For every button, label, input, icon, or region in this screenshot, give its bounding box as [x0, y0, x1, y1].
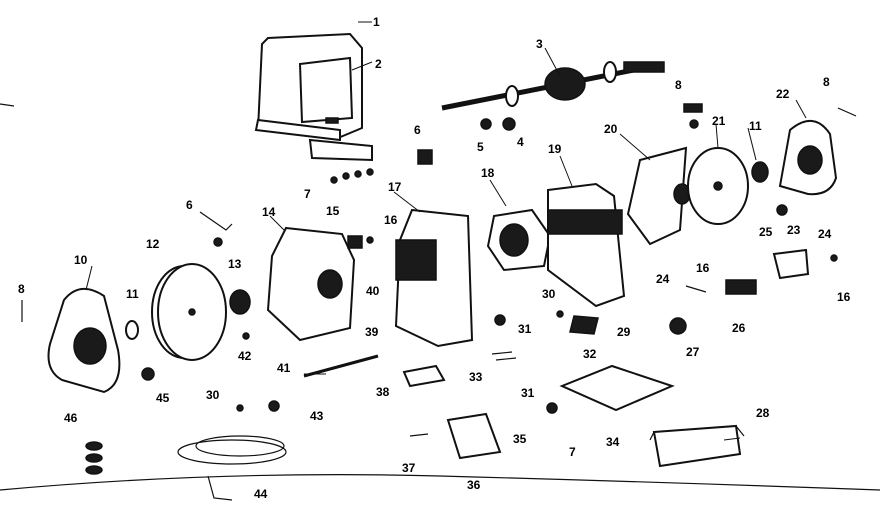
callout-36: 36: [467, 478, 481, 492]
callout-21: 21: [712, 114, 726, 128]
callout-16-b: 16: [696, 261, 710, 275]
callout-26: 26: [732, 321, 746, 335]
callout-13: 13: [228, 257, 242, 271]
callout-25: 25: [759, 225, 773, 239]
callout-18: 18: [481, 166, 495, 180]
callout-7-bottom: 7: [569, 445, 576, 459]
callout-29: 29: [617, 325, 631, 339]
callout-16-a: 16: [384, 213, 398, 227]
callout-42: 42: [238, 349, 252, 363]
callout-10: 10: [74, 253, 88, 267]
callout-27: 27: [686, 345, 700, 359]
callout-17: 17: [388, 180, 402, 194]
power-cord: [177, 435, 287, 501]
callout-40: 40: [366, 284, 380, 298]
callout-28: 28: [756, 406, 770, 420]
callout-6-top: 6: [414, 123, 421, 137]
callout-43: 43: [310, 409, 324, 423]
left-inner-guard: [266, 226, 356, 342]
callout-24-right: 24: [818, 227, 832, 241]
right-wheel-guard: [778, 120, 838, 196]
callout-24-left: 24: [656, 272, 670, 286]
callout-15: 15: [326, 204, 340, 218]
callout-45: 45: [156, 391, 170, 405]
callout-30-left: 30: [206, 388, 220, 402]
callout-20: 20: [604, 122, 618, 136]
callout-38-a: 38: [376, 385, 390, 399]
callout-2: 2: [375, 57, 382, 71]
callout-34: 34: [606, 435, 620, 449]
callout-31-lower: 31: [521, 386, 535, 400]
callout-11-right: 11: [749, 119, 762, 133]
armature-shaft: [441, 61, 665, 111]
callout-35: 35: [513, 432, 527, 446]
motor-housing: [394, 208, 474, 348]
callout-14: 14: [262, 205, 276, 219]
switch-box-cover: [254, 32, 373, 162]
callout-30-right: 30: [542, 287, 556, 301]
tray: [649, 424, 745, 468]
left-grinding-wheel: [151, 263, 227, 361]
left-wheel-guard: [47, 288, 121, 394]
right-inner-guard: [626, 146, 691, 246]
callout-8-b: 8: [823, 75, 830, 89]
callout-5: 5: [477, 140, 484, 154]
washer-stack: [85, 441, 103, 475]
leader-lines: [85, 21, 807, 441]
stator: [486, 208, 552, 272]
callout-8-c: 8: [18, 282, 25, 296]
callout-33: 33: [469, 370, 483, 384]
callout-46: 46: [64, 411, 78, 425]
callout-44: 44: [254, 487, 268, 501]
screws-33: [491, 351, 517, 361]
callout-22: 22: [776, 87, 790, 101]
callout-37: 37: [402, 461, 416, 475]
callout-12: 12: [146, 237, 160, 251]
callout-41: 41: [277, 361, 291, 375]
callout-19: 19: [548, 142, 562, 156]
callout-23: 23: [787, 223, 801, 237]
callout-11-left: 11: [126, 287, 139, 301]
callout-16-c: 16: [837, 290, 851, 304]
callout-4: 4: [517, 135, 524, 149]
screws-7: [330, 168, 374, 184]
callout-3: 3: [536, 37, 543, 51]
callout-7-top: 7: [304, 187, 311, 201]
callout-6-left: 6: [186, 198, 193, 212]
callout-31-upper: 31: [518, 322, 532, 336]
callout-32: 32: [583, 347, 597, 361]
callout-39: 39: [365, 325, 379, 339]
motor-end-frame: [547, 182, 626, 308]
callout-8-a: 8: [675, 78, 682, 92]
callout-1: 1: [373, 15, 380, 29]
right-grinding-wheel: [687, 147, 749, 225]
